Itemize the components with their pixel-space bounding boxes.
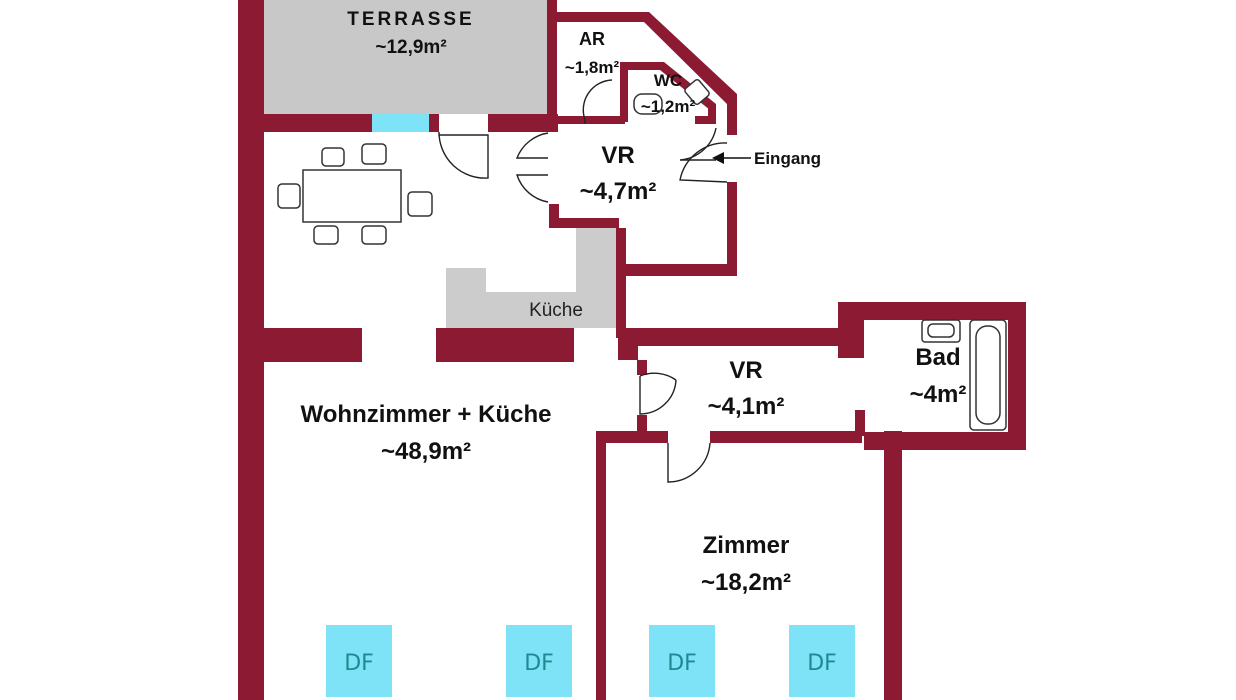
walls: [238, 0, 1026, 700]
bedroom-name: Zimmer: [703, 532, 790, 559]
kitchen-label: Küche: [529, 300, 583, 321]
living-name: Wohnzimmer + Küche: [301, 401, 552, 428]
bath-area-value: ~4m²: [910, 381, 967, 408]
toilet: [633, 79, 710, 115]
entrance-label: Eingang: [754, 149, 821, 168]
hall-mid-area-value: ~4,1m²: [708, 393, 785, 420]
skylight-label: DF: [667, 651, 697, 676]
terrace-window: [372, 114, 429, 132]
skylight-1: DF: [326, 625, 392, 697]
storage-area-value: ~1,8m²: [565, 58, 620, 77]
hall-top-name: VR: [601, 142, 634, 169]
washbasin: [921, 319, 961, 343]
doors: [438, 79, 728, 483]
entrance-arrow: [712, 152, 751, 164]
skylight-2: DF: [506, 625, 572, 697]
hall-mid-name: VR: [729, 357, 762, 384]
terrace-name: TERRASSE: [347, 9, 474, 30]
wc-area-value: ~1,2m²: [641, 97, 696, 116]
skylight-3: DF: [649, 625, 715, 697]
bedroom-area-value: ~18,2m²: [701, 569, 791, 596]
terrace-area: [263, 0, 547, 114]
skylight-4: DF: [789, 625, 855, 697]
living-area-value: ~48,9m²: [381, 438, 471, 465]
kitchen-counter: [446, 228, 616, 328]
terrace-area-value: ~12,9m²: [375, 37, 446, 58]
dining-table: [277, 143, 433, 245]
skylight-label: DF: [344, 651, 374, 676]
bath-name: Bad: [915, 344, 960, 371]
bathtub: [969, 319, 1007, 431]
wc-name: WC: [654, 71, 682, 90]
skylight-label: DF: [524, 651, 554, 676]
hall-top-area-value: ~4,7m²: [580, 178, 657, 205]
skylight-label: DF: [807, 651, 837, 676]
storage-name: AR: [579, 29, 605, 49]
